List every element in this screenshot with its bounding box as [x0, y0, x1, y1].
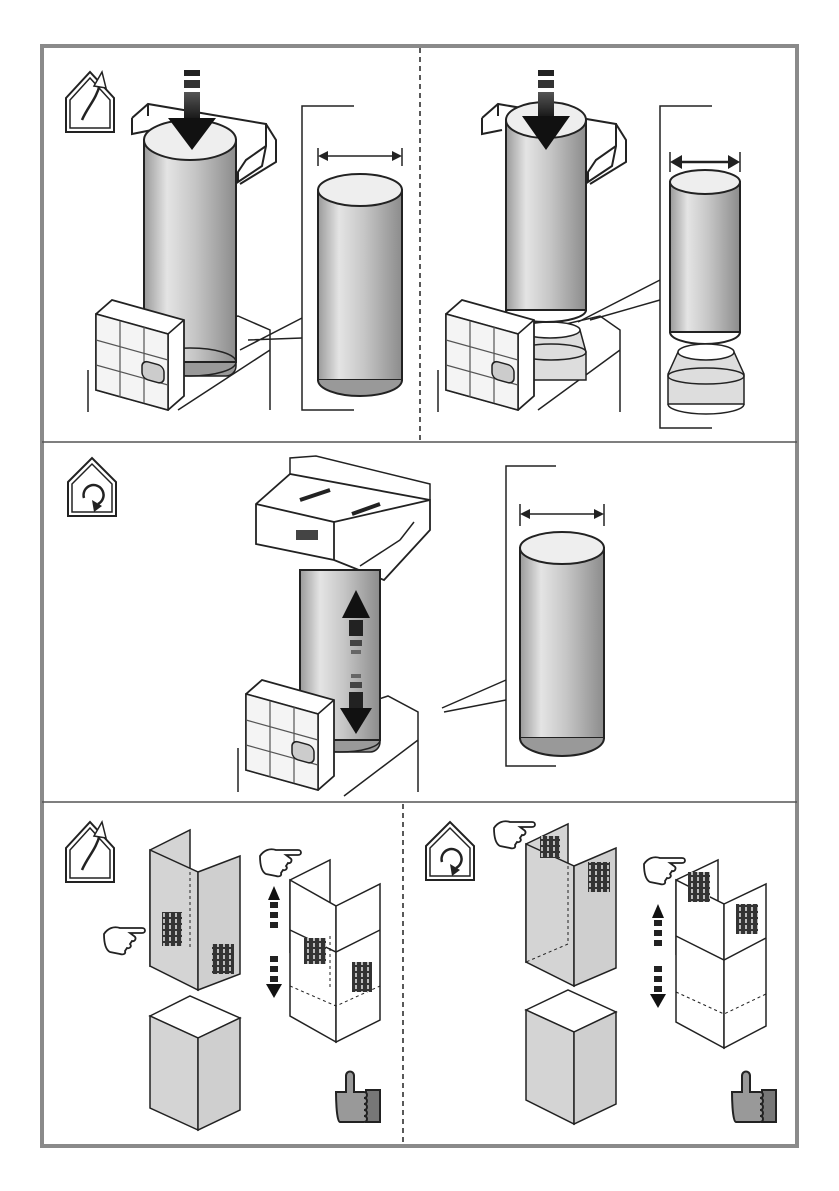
recirculation-frame [256, 456, 430, 580]
duct-detail [520, 548, 604, 738]
duct-detail [670, 182, 740, 332]
down-arrow-icon [266, 956, 282, 998]
panel-bottom-left [66, 822, 380, 1130]
callout-lines [240, 318, 302, 350]
pointing-hand-icon [260, 849, 301, 876]
grease-filter [96, 300, 184, 410]
ducting-outside-icon [66, 822, 114, 882]
panel-bottom-right [426, 821, 776, 1124]
up-arrow-icon [268, 886, 280, 928]
lower-chimney-cover [150, 996, 240, 1130]
ducting-outside-icon [66, 72, 114, 132]
thumbs-up-icon [336, 1072, 380, 1123]
assembled-chimney-covers [676, 860, 766, 1048]
grease-filter [446, 300, 534, 410]
panel-top-right [438, 70, 744, 428]
lower-chimney-cover [526, 990, 616, 1124]
panel-middle [68, 456, 604, 796]
pointing-hand-icon [104, 927, 145, 954]
diameter-dimension [520, 504, 604, 526]
panel-top-left [66, 70, 402, 412]
recirculation-icon [426, 822, 474, 880]
reduction-adapter-detail [668, 344, 744, 414]
upper-chimney-cover [526, 824, 616, 986]
up-arrow-icon [652, 904, 664, 946]
recirculation-icon [68, 458, 116, 516]
upper-chimney-cover [150, 830, 240, 990]
thumbs-up-icon [732, 1072, 776, 1123]
grease-filter [246, 680, 334, 790]
down-arrow-icon [650, 966, 666, 1008]
duct-detail [318, 190, 402, 380]
assembled-chimney-covers [290, 860, 380, 1042]
diameter-dimension [318, 148, 402, 166]
